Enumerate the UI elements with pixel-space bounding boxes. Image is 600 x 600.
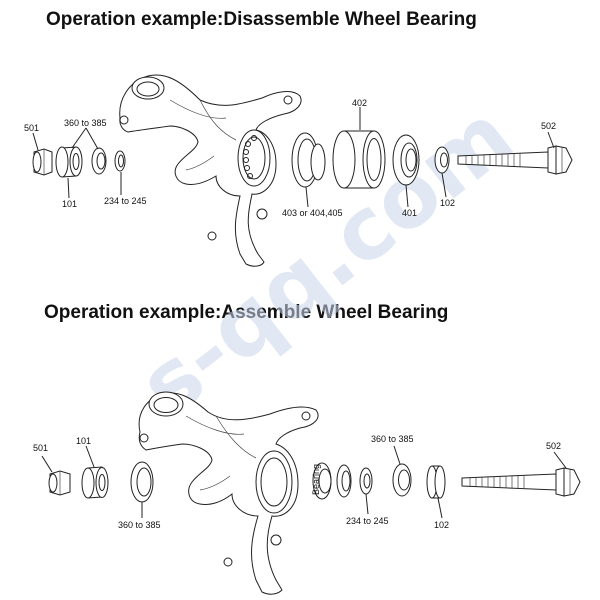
part-101-sleeve <box>55 146 83 178</box>
part-502-bolt <box>457 145 573 175</box>
label-360-385-left: 360 to 385 <box>118 520 161 530</box>
label-403-404-405: 403 or 404,405 <box>282 208 343 218</box>
label-234-245: 234 to 245 <box>346 516 389 526</box>
part-501-nut <box>32 148 53 176</box>
part-360-385-ring <box>91 147 107 175</box>
label-360-385: 360 to 385 <box>64 118 107 128</box>
part-234-245-washer <box>114 150 126 172</box>
leader-lines-bottom <box>41 445 567 519</box>
label-502: 502 <box>546 441 561 451</box>
assemble-title: Operation example:Assemble Wheel Bearing <box>44 302 449 323</box>
bearing-stamp: Bearing <box>311 464 321 495</box>
part-bearing: Bearing <box>311 462 332 500</box>
steering-knuckle-bottom <box>138 391 319 595</box>
label-502: 502 <box>541 121 556 131</box>
part-402-sleeve <box>332 130 386 189</box>
steering-knuckle-top <box>119 74 302 267</box>
label-101: 101 <box>62 199 77 209</box>
part-401-bearing-adapter <box>392 134 420 186</box>
leader-lines-top <box>32 107 555 208</box>
disassemble-diagram: 501 360 to 385 101 234 to 245 402 403 or… <box>24 74 573 267</box>
label-102: 102 <box>440 198 455 208</box>
part-360-385-ring-right <box>392 463 412 497</box>
part-234-245-washer <box>336 464 373 498</box>
label-102: 102 <box>434 520 449 530</box>
label-101: 101 <box>76 436 91 446</box>
watermark: s-qq.com <box>121 85 531 436</box>
label-360-385-right: 360 to 385 <box>371 434 414 444</box>
part-403-seal <box>291 132 326 188</box>
label-401: 401 <box>402 208 417 218</box>
label-402: 402 <box>352 98 367 108</box>
label-501: 501 <box>24 123 39 133</box>
disassemble-title: Operation example:Disassemble Wheel Bear… <box>46 9 477 30</box>
label-501: 501 <box>33 443 48 453</box>
part-501-nut <box>48 470 71 496</box>
part-502-bolt <box>461 467 581 497</box>
label-234-245: 234 to 245 <box>104 196 147 206</box>
part-102-ring <box>434 146 450 174</box>
part-102-ring <box>426 465 446 499</box>
part-360-385-ring-left <box>130 461 154 503</box>
assemble-diagram: Bearing <box>33 391 581 595</box>
part-101-sleeve <box>81 466 109 499</box>
